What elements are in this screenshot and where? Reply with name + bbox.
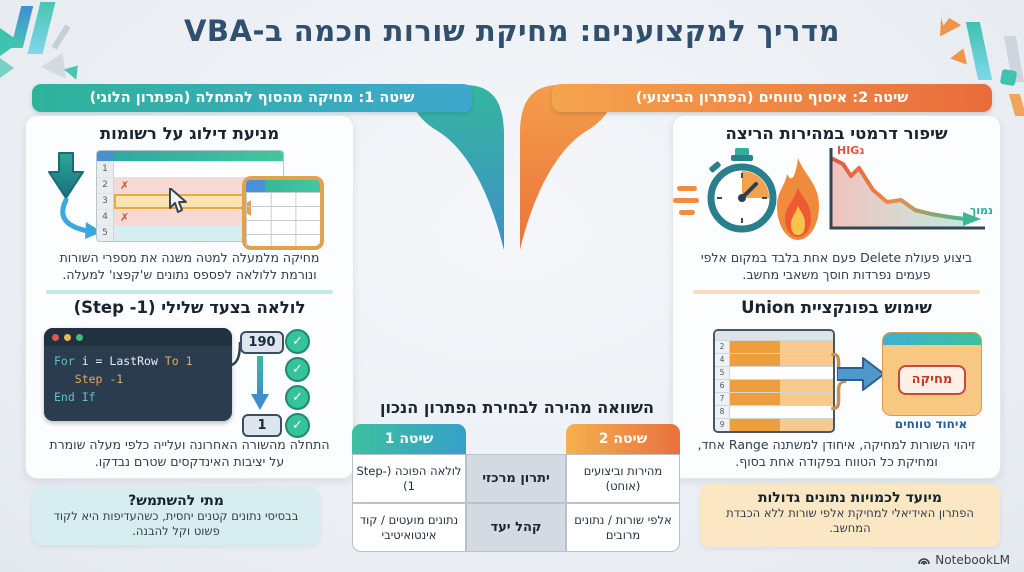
delete-panel: מחיקה <box>882 332 982 416</box>
flame-icon <box>777 158 819 240</box>
code-keyword: End If <box>54 390 96 404</box>
arrow-right-icon <box>837 357 885 391</box>
code-number: To 1 <box>164 354 193 368</box>
sheet-header-bar <box>715 331 833 340</box>
speed-line <box>679 210 695 215</box>
performance-chart: HIGג נמוך <box>823 144 993 241</box>
start-row-badge: 190 <box>240 331 284 354</box>
union-row: 2 <box>715 340 833 353</box>
code-keyword: For <box>54 354 75 368</box>
header-spacer <box>466 424 566 454</box>
table-cell: נתונים מועטים / קוד אינטואיטיבי <box>352 503 466 552</box>
brand-name: NotebookLM <box>935 553 1010 567</box>
union-row: 9 <box>715 418 833 431</box>
union-row: 5 <box>715 366 833 379</box>
union-row: 4 <box>715 353 833 366</box>
row-number: 3 <box>97 194 114 209</box>
mini-table-icon <box>239 176 324 250</box>
code-snippet: For i = LastRow To 1 Step -1 End If <box>44 346 232 412</box>
method2-column-header: שיטה 2 <box>566 424 680 454</box>
method1-section2-body: התחלה מהשורה האחרונה ועלייה כלפי מעלה שו… <box>49 437 330 470</box>
chart-high-label: HIGג <box>837 144 865 157</box>
callout-body: הפתרון האידיאלי למחיקת אלפי שורות ללא הכ… <box>726 506 974 535</box>
check-icon: ✓ <box>285 357 310 382</box>
speed-line <box>673 198 699 203</box>
check-icon: ✓ <box>285 413 310 438</box>
method2-card: שיפור דרמטי במהירות הריצה <box>672 115 1001 479</box>
panel-header-bar <box>883 333 981 345</box>
method1-card: מניעת דילוג על רשומות 1 2✗ 3 4✗ 5 <box>25 115 354 479</box>
stopwatch-icon <box>707 148 777 233</box>
cursor-icon <box>169 188 187 213</box>
loop-direction-arrow <box>251 356 269 410</box>
x-mark-icon: ✗ <box>120 179 130 192</box>
method2-callout-card: מיועד לכמויות נתונים גדולות הפתרון האידי… <box>700 484 1000 547</box>
end-row-badge: 1 <box>242 414 282 437</box>
row-number: 5 <box>97 226 114 241</box>
row-number: 7 <box>715 393 730 405</box>
sheet-row: 1 <box>97 161 283 177</box>
callout-body: בבסיסי נתונים קטנים יחסית, כשהעדיפות היא… <box>53 509 299 538</box>
row-label: קהל יעד <box>466 503 566 552</box>
method2-section1-title: שיפור דרמטי במהירות הריצה <box>725 124 948 143</box>
method2-section1-body: ביצוע פעולת Delete פעם אחת בלבד במקום אל… <box>700 250 973 283</box>
divider <box>693 290 980 294</box>
table-cell: לולאה הפוכה (Step-1) <box>352 454 466 503</box>
union-row: 6 <box>715 379 833 392</box>
sheet-header-bar <box>97 151 283 161</box>
down-arrow-icon <box>48 152 84 199</box>
close-dot-icon <box>52 333 59 341</box>
chart-low-label: נמוך <box>969 204 993 217</box>
row-label: יתרון מרכזי <box>466 454 566 503</box>
method1-section2-title: לולאה בצעד שלילי (Step -1) <box>73 298 306 317</box>
notebooklm-attribution: NotebookLM <box>917 553 1010 567</box>
code-number: Step -1 <box>54 372 124 386</box>
row-number: 4 <box>715 354 730 366</box>
funnel-ribbons <box>409 85 615 250</box>
maximize-dot-icon <box>76 333 83 341</box>
code-window: For i = LastRow To 1 Step -1 End If <box>44 328 232 421</box>
union-row: 8 <box>715 405 833 418</box>
table-cell: מהירות וביצועים (אוחט) <box>566 454 680 503</box>
divider <box>46 290 333 294</box>
row-number: 9 <box>715 419 730 431</box>
minimize-dot-icon <box>64 333 71 341</box>
callout-title: מתי להשתמש? <box>128 493 224 509</box>
row-number: 5 <box>715 367 730 379</box>
table-cell: אלפי שורות / נתונים מרובים <box>566 503 680 552</box>
row-number: 1 <box>97 162 114 177</box>
check-icon: ✓ <box>285 329 310 354</box>
delete-button: מחיקה <box>898 365 966 395</box>
check-icon: ✓ <box>285 385 310 410</box>
row-number: 6 <box>715 380 730 392</box>
row-number: 8 <box>715 406 730 418</box>
method2-banner: שיטה 2: איסוף טווחים (הפתרון הביצועי) <box>552 84 992 112</box>
comparison-title: השוואה מהירה לבחירת הפתרון הנכון <box>380 398 654 417</box>
curved-arrow-icon <box>60 198 102 239</box>
method2-section2-body: זיהוי השורות למחיקה, איחודן למשתנה Range… <box>697 437 976 470</box>
union-row: 7 <box>715 392 833 405</box>
union-rows-table: 2 4 5 6 7 8 9 <box>713 329 835 433</box>
method1-banner: שיטה 1: מחיקה מהסוף להתחלה (הפתרון הלוגי… <box>32 84 472 112</box>
method1-callout-card: מתי להשתמש? בבסיסי נתונים קטנים יחסית, כ… <box>32 487 320 545</box>
method2-section2-title: שימוש בפונקציית Union <box>741 298 932 317</box>
connector-line <box>226 341 242 368</box>
notebooklm-logo-icon <box>918 558 931 565</box>
row-number: 2 <box>715 341 730 353</box>
code-text: i = LastRow <box>74 354 165 368</box>
window-titlebar <box>44 328 232 346</box>
union-ranges-label: איחוד טווחים <box>894 417 968 431</box>
callout-title: מיועד לכמויות נתונים גדולות <box>757 490 943 506</box>
sheet-row: 5 <box>97 225 283 241</box>
method1-section1-title: מניעת דילוג על רשומות <box>99 124 280 143</box>
method1-column-header: שיטה 1 <box>352 424 466 454</box>
sheet-row: 2✗ <box>97 177 283 193</box>
speed-line <box>677 186 697 191</box>
page-title: מדריך למקצוענים: מחיקת שורות חכמה ב-VBA <box>183 14 841 48</box>
row-number: 4 <box>97 210 114 225</box>
row-number: 2 <box>97 178 114 193</box>
x-mark-icon: ✗ <box>120 211 130 224</box>
comparison-table: שיטה 1 שיטה 2 לולאה הפוכה (Step-1) יתרון… <box>352 424 682 552</box>
method1-section1-body: מחיקה מלמעלה למטה משנה את מספרי השורות ו… <box>59 250 320 283</box>
